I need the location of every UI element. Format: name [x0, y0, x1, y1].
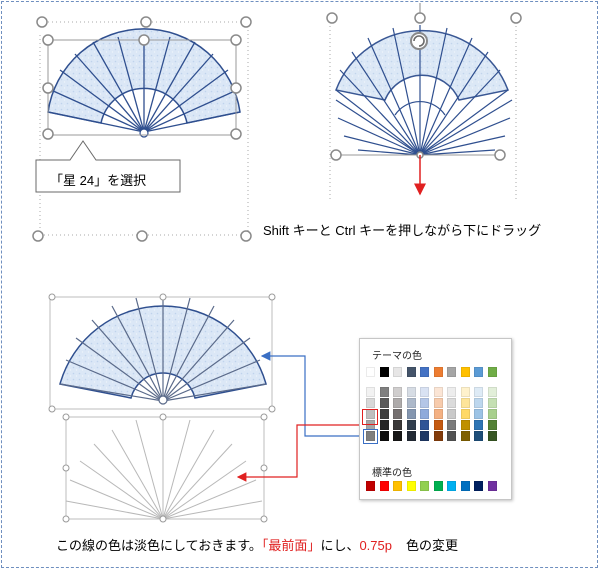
- color-palette: テーマの色 標準の色: [359, 338, 512, 500]
- theme-shade-swatch[interactable]: [393, 431, 402, 441]
- theme-shade-swatch[interactable]: [433, 387, 443, 397]
- selected-swatch-highlight-blue: [363, 429, 378, 444]
- theme-color-swatch[interactable]: [474, 367, 483, 377]
- theme-shade-swatch[interactable]: [366, 398, 375, 408]
- theme-color-swatch[interactable]: [379, 367, 389, 377]
- standard-color-swatch[interactable]: [406, 481, 416, 491]
- fan-shape-1[interactable]: [47, 28, 241, 138]
- theme-shade-swatch[interactable]: [487, 431, 497, 441]
- theme-shade-swatch[interactable]: [366, 387, 375, 397]
- theme-color-swatch[interactable]: [366, 367, 375, 377]
- theme-shade-swatch[interactable]: [487, 387, 497, 397]
- theme-color-swatch[interactable]: [487, 367, 497, 377]
- theme-shade-swatch[interactable]: [406, 387, 416, 397]
- standard-colors-label: 標準の色: [372, 468, 412, 479]
- theme-color-swatch[interactable]: [420, 367, 429, 377]
- selection-handles-3[interactable]: [48, 293, 276, 413]
- callout-box: [35, 140, 181, 193]
- blue-connector-arrow: [260, 351, 362, 437]
- theme-color-swatch[interactable]: [393, 367, 402, 377]
- theme-shade-swatch[interactable]: [447, 420, 456, 430]
- theme-shade-swatch[interactable]: [474, 387, 483, 397]
- theme-color-swatch[interactable]: [406, 367, 416, 377]
- theme-shade-swatch[interactable]: [406, 398, 416, 408]
- theme-shade-swatch[interactable]: [420, 398, 429, 408]
- theme-shade-swatch[interactable]: [447, 398, 456, 408]
- theme-shade-swatch[interactable]: [487, 409, 497, 419]
- theme-shade-swatch[interactable]: [379, 409, 389, 419]
- theme-color-swatch[interactable]: [433, 367, 443, 377]
- theme-shade-swatch[interactable]: [433, 398, 443, 408]
- theme-shade-swatch[interactable]: [447, 409, 456, 419]
- caption-bring-front: 「最前面」: [261, 538, 321, 553]
- theme-shade-swatch[interactable]: [460, 398, 470, 408]
- theme-shade-swatch[interactable]: [379, 398, 389, 408]
- theme-shade-swatch[interactable]: [460, 420, 470, 430]
- drag-instruction: Shift キーと Ctrl キーを押しながら下にドラッグ: [263, 223, 542, 238]
- caption-weight: 0.75p: [359, 538, 392, 553]
- theme-shade-swatch[interactable]: [420, 387, 429, 397]
- copied-ribs[interactable]: [62, 413, 268, 523]
- theme-shade-swatch[interactable]: [447, 387, 456, 397]
- theme-shade-swatch[interactable]: [379, 420, 389, 430]
- fan-shape-2[interactable]: [334, 25, 513, 156]
- standard-color-swatch[interactable]: [393, 481, 402, 491]
- theme-shade-swatch[interactable]: [474, 420, 483, 430]
- theme-color-swatch[interactable]: [460, 367, 470, 377]
- caption-part1: この線の色は淡色にしておきます。: [56, 538, 262, 553]
- theme-shade-swatch[interactable]: [393, 409, 402, 419]
- standard-color-swatch[interactable]: [366, 481, 375, 491]
- theme-shade-swatch[interactable]: [433, 431, 443, 441]
- theme-shade-swatch[interactable]: [420, 409, 429, 419]
- theme-shade-swatch[interactable]: [474, 398, 483, 408]
- caption-part3: にし、: [320, 538, 360, 553]
- standard-color-swatch[interactable]: [420, 481, 429, 491]
- theme-shade-swatch[interactable]: [474, 431, 483, 441]
- rotate-handle-icon[interactable]: [410, 32, 428, 50]
- theme-shade-swatch[interactable]: [460, 431, 470, 441]
- theme-shade-swatch[interactable]: [379, 387, 389, 397]
- theme-colors-label: テーマの色: [372, 351, 422, 362]
- bottom-caption: この線の色は淡色にしておきます。「最前面」にし、0.75p 色の変更: [56, 535, 458, 554]
- theme-shade-swatch[interactable]: [447, 431, 456, 441]
- theme-shade-swatch[interactable]: [460, 387, 470, 397]
- standard-color-swatch[interactable]: [487, 481, 497, 491]
- caption-part5: 色の変更: [406, 538, 459, 553]
- fan-shape-3[interactable]: [59, 296, 267, 405]
- theme-shade-swatch[interactable]: [366, 431, 375, 441]
- standard-color-swatch[interactable]: [433, 481, 443, 491]
- theme-shade-swatch[interactable]: [420, 420, 429, 430]
- standard-color-swatch[interactable]: [379, 481, 389, 491]
- theme-shade-swatch[interactable]: [379, 431, 389, 441]
- theme-shade-swatch[interactable]: [433, 420, 443, 430]
- theme-shade-swatch[interactable]: [433, 409, 443, 419]
- theme-shade-swatch[interactable]: [420, 431, 429, 441]
- theme-shade-swatch[interactable]: [487, 420, 497, 430]
- standard-color-swatch[interactable]: [474, 481, 483, 491]
- theme-shade-swatch[interactable]: [406, 431, 416, 441]
- red-connector-arrow: [236, 424, 362, 482]
- theme-shade-swatch[interactable]: [460, 409, 470, 419]
- theme-shade-swatch[interactable]: [474, 409, 483, 419]
- theme-shade-swatch[interactable]: [393, 398, 402, 408]
- theme-shade-swatch[interactable]: [406, 420, 416, 430]
- theme-color-swatch[interactable]: [447, 367, 456, 377]
- theme-shade-swatch[interactable]: [487, 398, 497, 408]
- standard-color-swatch[interactable]: [447, 481, 456, 491]
- callout-label: 「星 24」を選択: [50, 173, 147, 188]
- selected-swatch-highlight-red: [362, 409, 378, 425]
- standard-color-swatch[interactable]: [460, 481, 470, 491]
- selection-handles-1[interactable]: [32, 16, 252, 242]
- theme-shade-swatch[interactable]: [393, 387, 402, 397]
- theme-shade-swatch[interactable]: [406, 409, 416, 419]
- theme-shade-swatch[interactable]: [393, 420, 402, 430]
